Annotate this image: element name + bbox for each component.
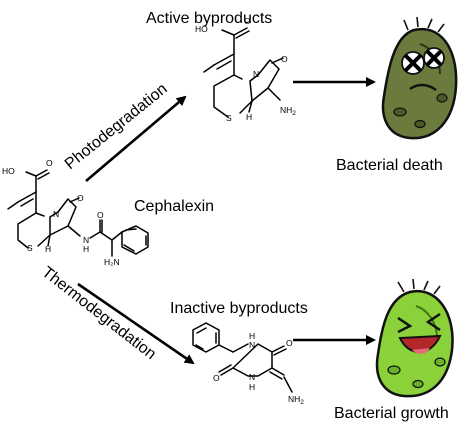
ceph-acid-o-atom: O bbox=[46, 158, 53, 168]
live-bacterium-icon bbox=[375, 278, 454, 398]
inactive-right-o-atom: O bbox=[286, 338, 293, 348]
ceph-h2n-atom: H₂N bbox=[104, 257, 120, 267]
thermodegradation-label: Thermodegradation bbox=[39, 264, 160, 363]
ceph-ho-atom: HO bbox=[2, 166, 15, 176]
inactive-top-n-atom: N bbox=[249, 340, 255, 350]
active-acid-o-atom: O bbox=[244, 16, 251, 26]
photodegradation-arrow bbox=[85, 95, 187, 182]
inactive-top-h-atom: H bbox=[249, 331, 255, 341]
ceph-n-atom: N bbox=[53, 209, 59, 219]
cephalexin-structure: HO O N O S H N H O H₂N bbox=[2, 158, 149, 267]
dead-bacterium-icon bbox=[381, 16, 458, 140]
bacterial-growth-label: Bacterial growth bbox=[334, 405, 449, 422]
inactive-bottom-h-atom: H bbox=[249, 382, 255, 392]
active-ho-atom: HO bbox=[195, 24, 208, 34]
inactive-nh2-atom: NH2 bbox=[288, 394, 304, 406]
inactive-bottom-n-atom: N bbox=[249, 372, 255, 382]
active-n-atom: N bbox=[253, 69, 259, 79]
bacterial-death-label: Bacterial death bbox=[336, 157, 443, 174]
active-nh2-atom: NH2 bbox=[280, 105, 296, 117]
ceph-amide-n-atom: N bbox=[83, 235, 89, 245]
ceph-amide-h-atom: H bbox=[83, 244, 89, 254]
inactive-byproducts-label: Inactive byproducts bbox=[170, 300, 308, 317]
active-byproduct-structure: HO O N O S H NH2 bbox=[195, 16, 296, 123]
ceph-amide-o-atom: O bbox=[97, 210, 104, 220]
inactive-byproduct-structure: H N O O N H NH2 bbox=[192, 322, 304, 406]
active-h-atom: H bbox=[246, 112, 252, 122]
active-s-atom: S bbox=[226, 113, 232, 123]
active-byproducts-label: Active byproducts bbox=[146, 10, 272, 27]
ceph-h-atom: H bbox=[45, 244, 51, 254]
ceph-lactam-o-atom: O bbox=[77, 193, 84, 203]
cephalexin-label: Cephalexin bbox=[134, 198, 214, 215]
active-lactam-o-atom: O bbox=[281, 54, 288, 64]
photodegradation-label: Photodegradation bbox=[62, 80, 171, 173]
ceph-s-atom: S bbox=[27, 243, 33, 253]
inactive-left-o-atom: O bbox=[213, 373, 220, 383]
thermodegradation-arrow bbox=[77, 282, 195, 365]
